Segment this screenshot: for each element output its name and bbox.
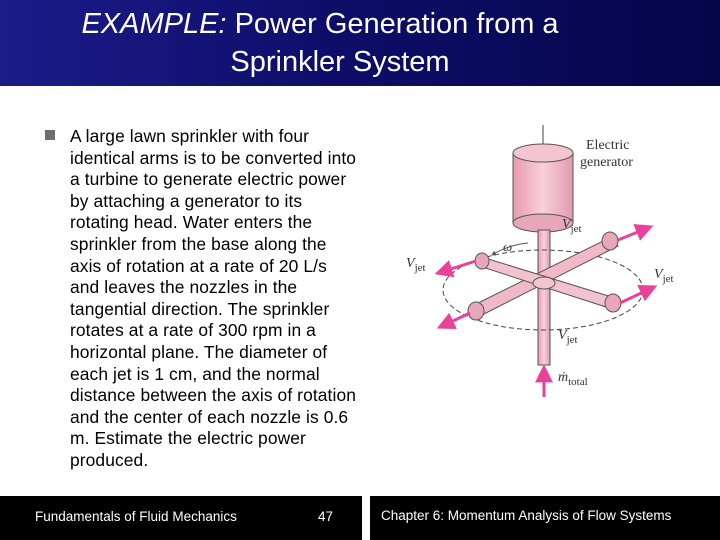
body-line: A large lawn sprinkler with four	[70, 126, 310, 146]
body-line: by attaching a generator to its	[70, 190, 303, 211]
title-rest: Power Generation from a	[234, 8, 559, 40]
label-vjet-right: V	[654, 267, 664, 282]
svg-text:ṁtotal: ṁtotal	[558, 370, 588, 388]
body-line: sprinkler from the base along the	[70, 233, 327, 254]
body-line: and leaves the nozzles in the	[70, 277, 298, 298]
body-line: identical arms is to be converted into	[70, 147, 357, 168]
svg-text:Vjet: Vjet	[558, 328, 578, 346]
label-jet-sub: jet	[414, 262, 426, 274]
label-jet-sub: jet	[662, 273, 674, 285]
body-line: and the center of each nozzle is 0.6	[70, 406, 349, 427]
slide-title-line1: EXAMPLE: Power Generation from a	[0, 6, 640, 42]
title-prefix: EXAMPLE:	[81, 8, 227, 40]
label-jet-sub: jet	[566, 334, 578, 346]
jet-arrow	[436, 311, 471, 330]
body-line: a turbine to generate electric power	[70, 169, 347, 190]
label-omega: ω	[503, 239, 512, 254]
label-vjet-top: V	[562, 217, 572, 232]
title-bar: EXAMPLE: Power Generation from a Sprinkl…	[0, 0, 720, 86]
footer: Fundamentals of Fluid Mechanics 47 Chapt…	[0, 496, 720, 540]
body-line: rotating head. Water enters the	[70, 212, 313, 233]
label-total-sub: total	[568, 376, 588, 388]
label-vjet-left: V	[406, 256, 416, 271]
footer-divider	[362, 496, 370, 540]
jet-arrow	[434, 259, 477, 278]
sprinkler-diagram: Electric generator Vjet Vjet Vjet Vjet ω…	[406, 125, 674, 397]
slide-title-line2: Sprinkler System	[230, 46, 450, 78]
body-line: tangential direction. The sprinkler	[70, 298, 330, 319]
footer-chapter: Chapter 6: Momentum Analysis of Flow Sys…	[381, 508, 672, 523]
body-line: horizontal plane. The diameter of	[70, 341, 328, 362]
svg-text:Vjet: Vjet	[562, 217, 582, 235]
body-line: axis of rotation at a rate of 20 L/s	[70, 255, 327, 276]
svg-text:Vjet: Vjet	[654, 267, 674, 285]
body-line: each jet is 1 cm, and the normal	[70, 363, 320, 384]
label-mdot: ṁ	[558, 370, 568, 385]
label-vjet-bottom: V	[558, 328, 568, 343]
jet-arrow	[619, 284, 658, 305]
bullet-icon	[45, 130, 55, 140]
omega-arrow	[491, 242, 529, 256]
body-line: distance between the axis of rotation	[70, 385, 356, 406]
problem-statement: A large lawn sprinkler with four identic…	[70, 126, 410, 472]
footer-course: Fundamentals of Fluid Mechanics	[35, 509, 237, 524]
body-line: m. Estimate the electric power	[70, 428, 306, 449]
label-jet-sub: jet	[570, 223, 582, 235]
hub	[532, 276, 556, 290]
svg-text:Vjet: Vjet	[406, 256, 426, 274]
label-electric: Electric	[586, 138, 630, 153]
page-number: 47	[318, 509, 334, 524]
jet-arrow	[617, 224, 654, 242]
label-generator: generator	[580, 155, 633, 170]
body-line: produced.	[70, 449, 149, 470]
body-line: rotates at a rate of 300 rpm in a	[70, 320, 316, 341]
